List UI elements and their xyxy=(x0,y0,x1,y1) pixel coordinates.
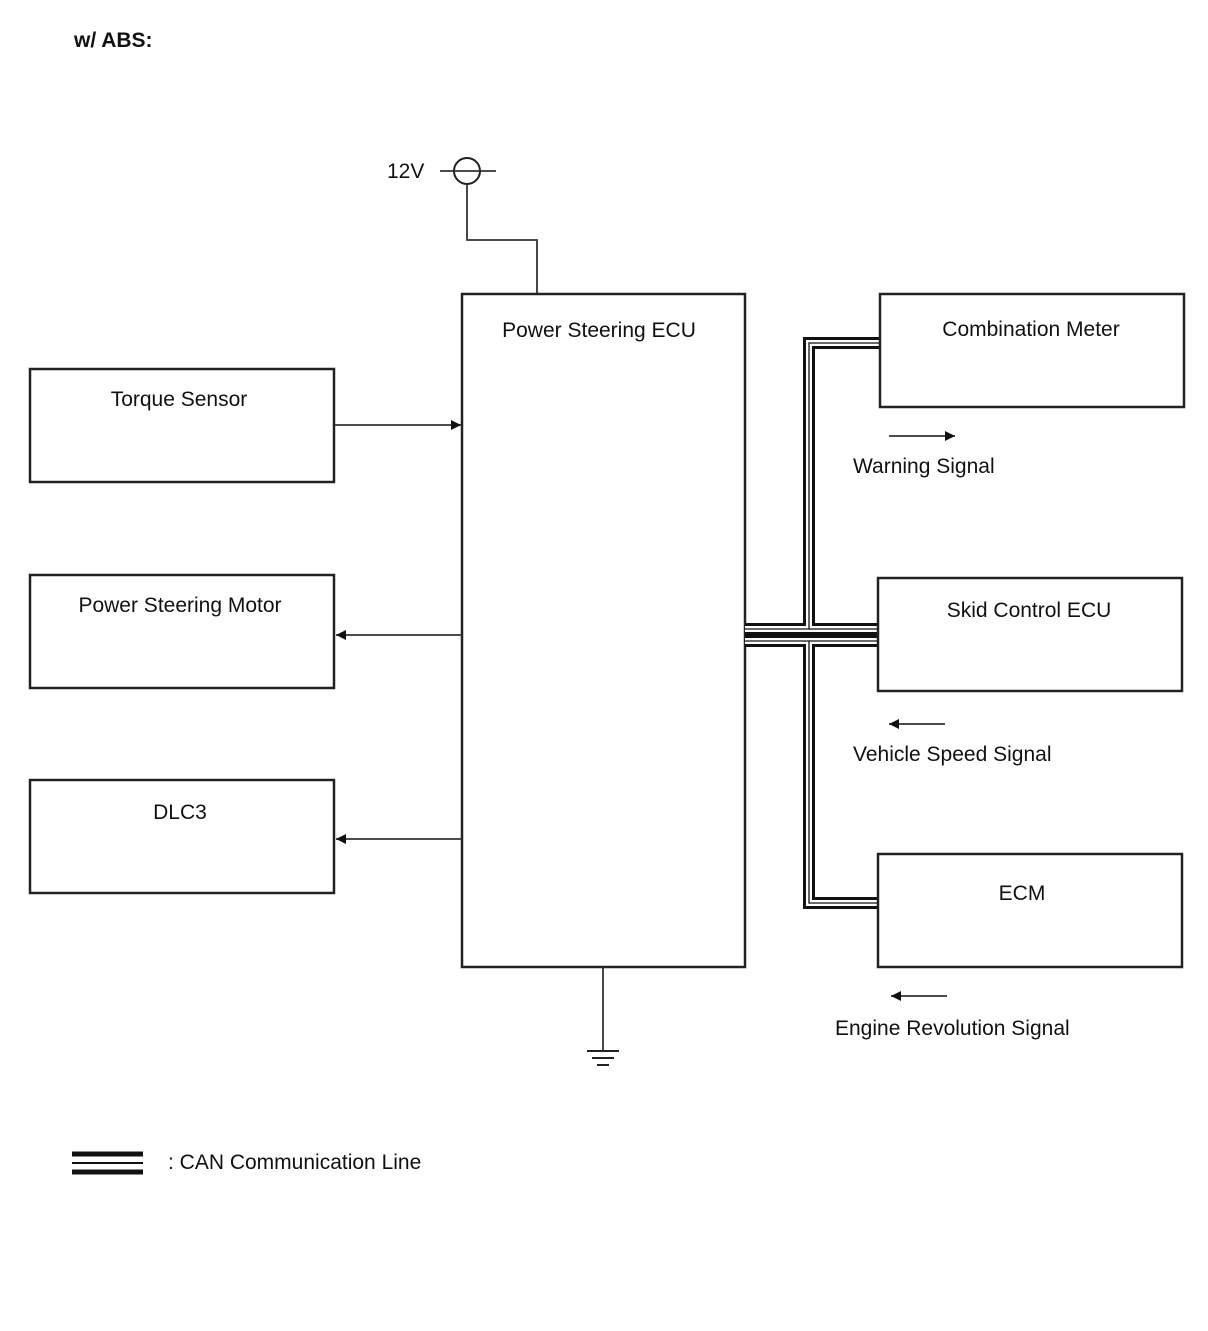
voltage-label: 12V xyxy=(387,160,424,183)
dlc3-box: DLC3 xyxy=(28,778,336,895)
legend: : CAN Communication Line xyxy=(72,1151,421,1175)
power-steering-ecu-label: Power Steering ECU xyxy=(502,319,696,342)
legend-can-label: : CAN Communication Line xyxy=(168,1151,421,1174)
warning-signal-label: Warning Signal xyxy=(853,455,995,478)
battery-12v-symbol: 12V xyxy=(387,157,538,294)
can-bus-lines xyxy=(745,337,880,909)
ground-symbol xyxy=(587,967,619,1066)
torque-sensor-label: Torque Sensor xyxy=(111,388,248,411)
power-steering-motor-label: Power Steering Motor xyxy=(78,594,281,617)
skid-control-ecu-label: Skid Control ECU xyxy=(947,599,1112,622)
diagram-header: w/ ABS: xyxy=(73,29,153,52)
combination-meter-box: Combination Meter xyxy=(878,292,1186,409)
combination-meter-label: Combination Meter xyxy=(942,318,1119,341)
ecm-label: ECM xyxy=(999,882,1046,905)
engine-revolution-signal-label: Engine Revolution Signal xyxy=(835,1017,1070,1040)
vehicle-speed-signal-label: Vehicle Speed Signal xyxy=(853,743,1052,766)
power-steering-motor-box: Power Steering Motor xyxy=(28,573,336,690)
skid-control-ecu-box: Skid Control ECU xyxy=(876,576,1184,693)
power-steering-ecu-box: Power Steering ECU xyxy=(460,292,747,969)
torque-sensor-box: Torque Sensor xyxy=(28,367,336,484)
dlc3-label: DLC3 xyxy=(153,801,207,824)
ecm-box: ECM xyxy=(876,852,1184,969)
